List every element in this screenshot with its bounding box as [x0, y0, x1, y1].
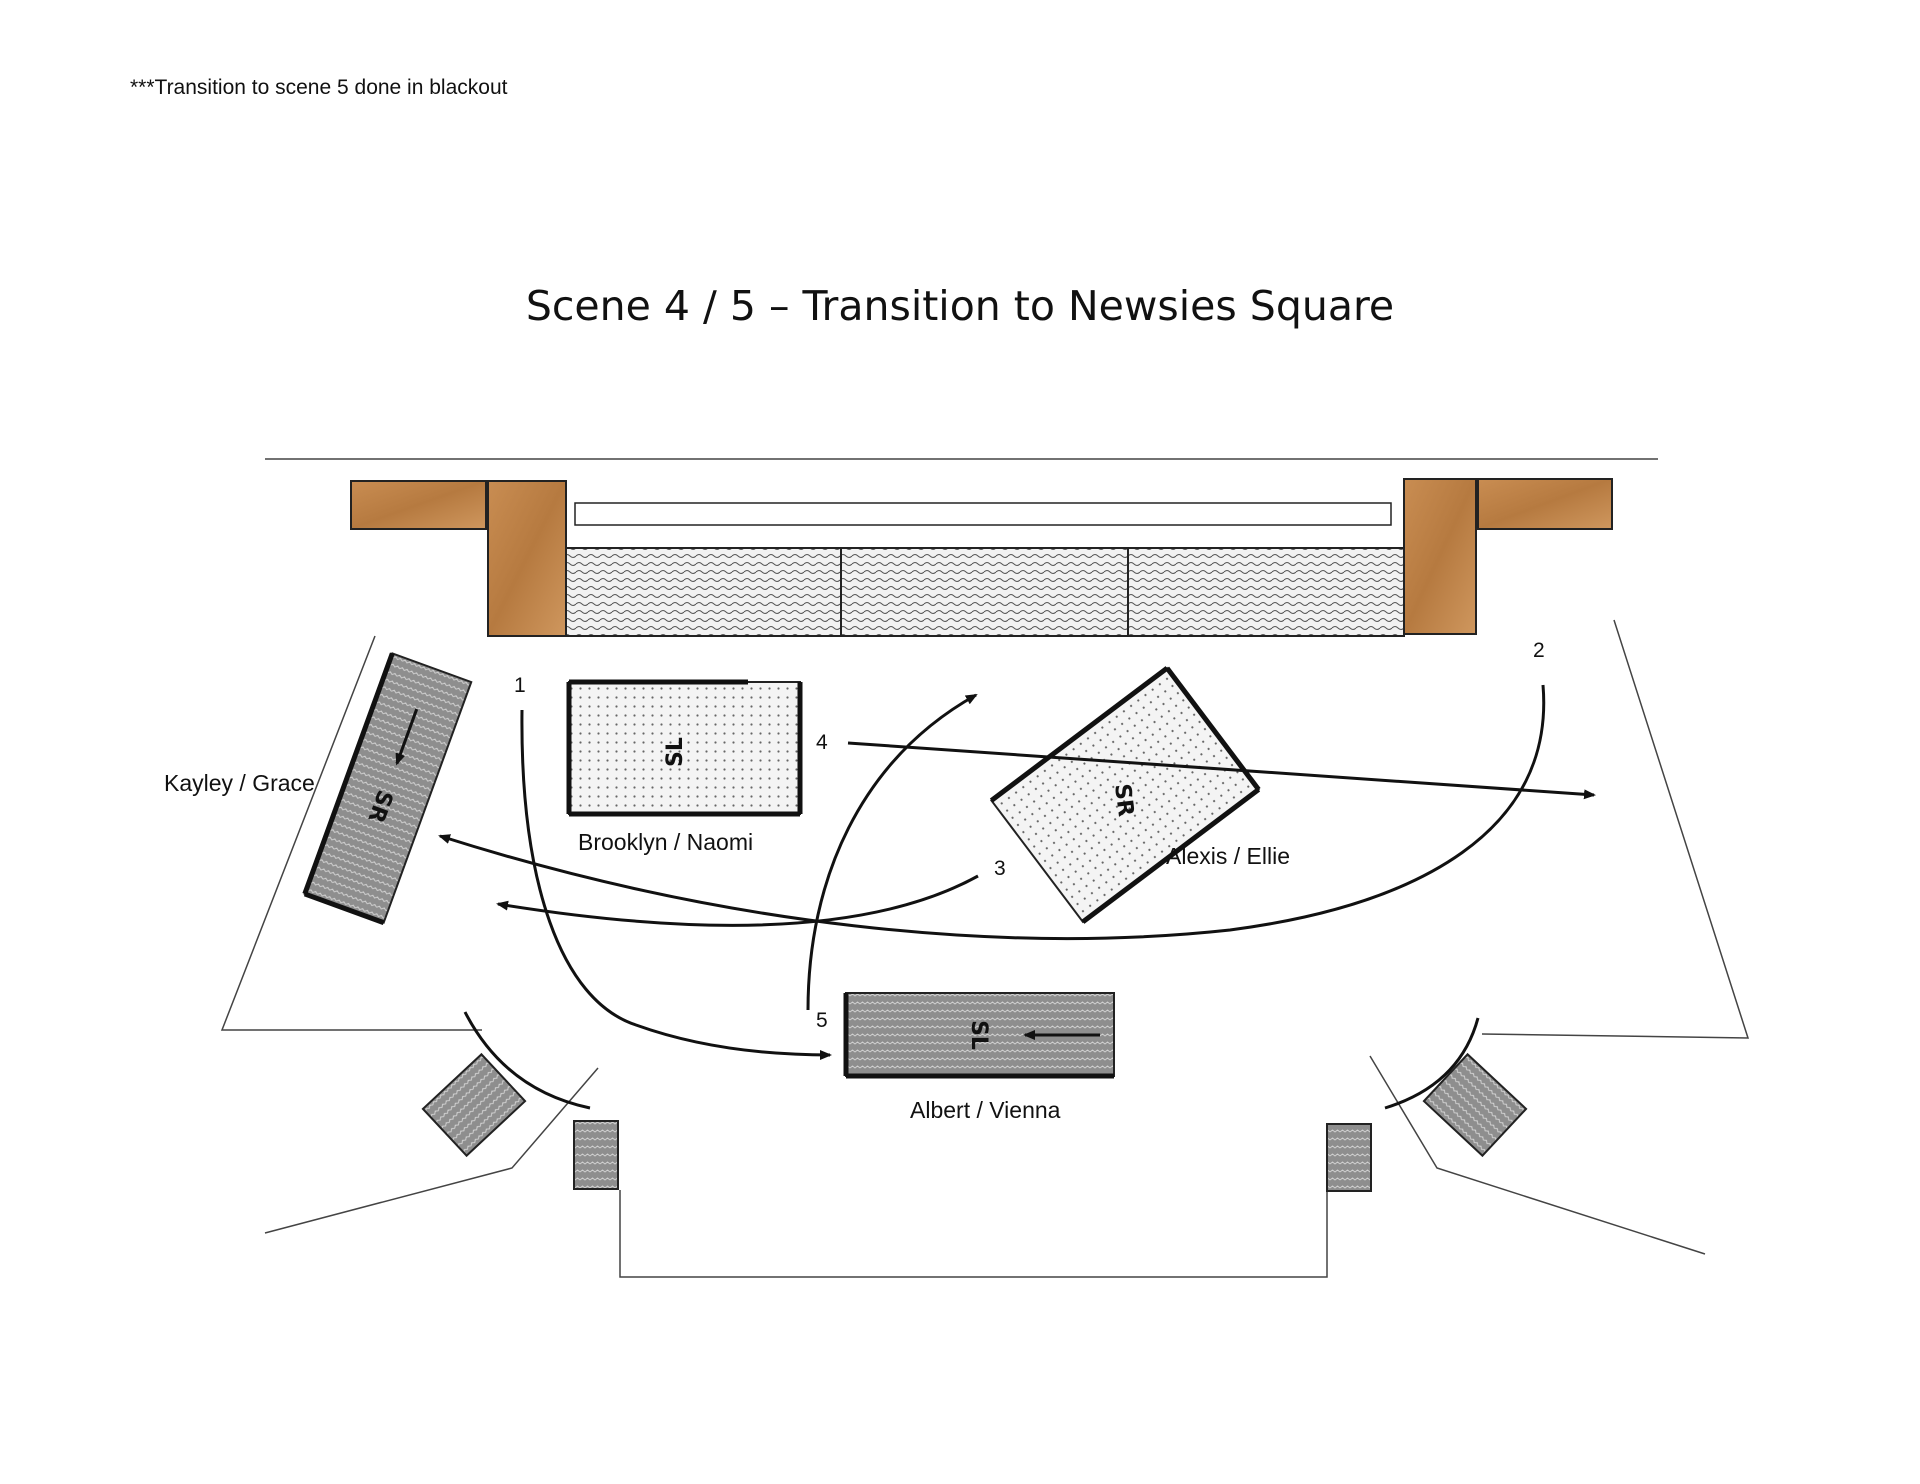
wagon-direction-arrow	[395, 708, 419, 766]
wagon-brooklyn-naomi: SL	[566, 679, 803, 817]
wagon-kayley-grace: SR	[302, 652, 473, 925]
upstage-platform-3	[1127, 547, 1405, 637]
wagon-albert-vienna: SL	[843, 992, 1115, 1079]
move-path-5	[806, 693, 978, 1011]
label-alexis-ellie: Alexis / Ellie	[1166, 843, 1290, 869]
step-number-1: 1	[514, 674, 526, 697]
stage-outline	[220, 619, 1750, 1278]
upstage-platform-2	[840, 547, 1129, 637]
downstage-unit-left	[573, 1120, 619, 1190]
label-kayley-grace: Kayley / Grace	[164, 770, 315, 796]
step-number-2: 2	[1533, 639, 1545, 662]
step-number-5: 5	[816, 1009, 828, 1032]
wood-platform-right	[1477, 478, 1613, 530]
apron-curve-right	[1384, 1017, 1480, 1110]
move-path-3	[496, 874, 979, 927]
wagon-alexis-ellie: SR	[989, 666, 1261, 924]
diagram-title: Scene 4 / 5 – Transition to Newsies Squa…	[525, 282, 1395, 330]
upstage-rail	[574, 502, 1392, 526]
wagon-tag: SL	[663, 737, 688, 767]
apron-curve-left	[463, 1011, 591, 1110]
wood-platform-left	[350, 480, 487, 530]
label-brooklyn-naomi: Brooklyn / Naomi	[578, 829, 753, 855]
wood-pillar-left	[487, 480, 567, 637]
wagon-tag: SR	[1109, 782, 1138, 818]
move-path-4	[847, 741, 1596, 800]
downstage-unit-left-angled	[421, 1052, 527, 1158]
move-path-1	[520, 709, 832, 1060]
upstage-platform-1	[565, 547, 842, 637]
move-path-2	[438, 684, 1546, 940]
downstage-unit-right-angled	[1422, 1052, 1528, 1158]
blackout-note: ***Transition to scene 5 done in blackou…	[130, 76, 508, 99]
downstage-unit-right	[1326, 1123, 1372, 1192]
step-number-4: 4	[816, 731, 828, 754]
label-albert-vienna: Albert / Vienna	[910, 1097, 1061, 1123]
wood-pillar-right	[1403, 478, 1477, 635]
wagon-tag: SL	[966, 1020, 991, 1050]
step-number-3: 3	[994, 857, 1006, 880]
